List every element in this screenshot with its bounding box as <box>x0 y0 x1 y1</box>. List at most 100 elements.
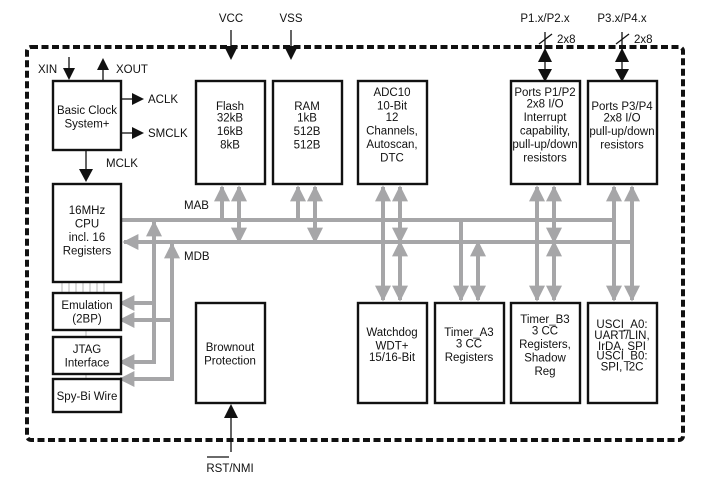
ports12-line: 2x8 I/O <box>526 98 563 110</box>
reset-arrow-icon <box>224 404 238 418</box>
port34-down-arrow-icon <box>615 69 629 82</box>
ram-line: RAM <box>294 101 320 113</box>
ram-line: 1kB <box>297 112 317 124</box>
clock-line: Basic Clock <box>57 105 117 117</box>
brownout-line: Brownout <box>206 342 255 354</box>
cpu-line: CPU <box>75 219 99 231</box>
adc-line: DTC <box>380 152 404 164</box>
timer_b3-line: Registers, <box>519 339 571 351</box>
usci-line: UART/LIN, <box>594 330 649 342</box>
port34-pin-label: P3.x/P4.x <box>597 13 646 25</box>
watchdog-line: 15/16-Bit <box>369 352 416 364</box>
watchdog-line: Watchdog <box>366 327 417 339</box>
vss-arrow-icon <box>284 46 298 60</box>
ram-line: 512B <box>294 126 321 138</box>
timer_b3-line: 3 CC <box>532 325 558 337</box>
clock-line: System+ <box>64 119 109 131</box>
adc-line: ADC10 <box>373 87 410 99</box>
xin-arrow-icon <box>63 68 75 80</box>
aclk-label: ACLK <box>148 94 178 106</box>
port12-width-label: 2x8 <box>557 34 576 46</box>
cpu-line: incl. 16 <box>69 232 105 244</box>
cpu-line: 16MHz <box>69 205 106 217</box>
timer_a3-line: Timer_A3 <box>444 327 493 339</box>
emulation-line: (2BP) <box>72 314 102 326</box>
aclk-arrow-icon <box>132 93 144 105</box>
block-emulation[interactable]: Emulation (2BP) <box>51 291 123 332</box>
adc-line: 12 <box>386 112 399 124</box>
xout-label: XOUT <box>116 64 148 76</box>
port12-down-arrow-icon <box>538 69 552 82</box>
jtag-line: Interface <box>65 358 110 370</box>
port34-width-label: 2x8 <box>634 34 653 46</box>
vcc-label: VCC <box>219 13 243 25</box>
usci-line: SPI, I2C <box>601 361 644 373</box>
usci-line: USCI_A0: <box>596 319 647 331</box>
mclk-arrow-icon <box>79 169 93 182</box>
mdb-label: MDB <box>184 251 210 263</box>
jtag-line: JTAG <box>73 344 102 356</box>
xout-arrow-icon <box>97 58 109 70</box>
ports12-line: pull-up/down <box>512 139 577 151</box>
cpu-line: Registers <box>63 246 112 258</box>
ports34-line: resistors <box>600 139 644 151</box>
ram-line: 512B <box>294 139 321 151</box>
adc-line: Autoscan, <box>366 139 417 151</box>
usci-line: IrDA, SPI <box>598 341 646 353</box>
ports34-line: 2x8 I/O <box>603 112 640 124</box>
vss-label: VSS <box>279 13 302 25</box>
adc-line: Channels, <box>366 125 418 137</box>
adc-line: 10-Bit <box>377 101 408 113</box>
smclk-label: SMCLK <box>148 128 188 140</box>
timer_b3-line: Shadow <box>524 352 566 364</box>
ports12-line: resistors <box>523 152 567 164</box>
jtag-label: JTAG Interface <box>65 344 110 370</box>
flash-line: 32kB <box>217 112 244 124</box>
smclk-arrow-icon <box>132 127 144 139</box>
bus-lines <box>118 185 640 387</box>
reset-label: RST/NMI <box>206 463 253 475</box>
timer_b3-line: Timer_B3 <box>520 314 569 326</box>
ports12-line: Interrupt <box>524 112 568 124</box>
flash-line: 16kB <box>217 126 244 138</box>
block-jtag[interactable]: JTAG Interface <box>51 335 123 376</box>
device-boundary <box>25 45 685 442</box>
flash-line: Flash <box>216 101 244 113</box>
watchdog-line: WDT+ <box>376 341 409 353</box>
emulation-line: Emulation <box>61 300 112 312</box>
mclk-label: MCLK <box>106 158 138 170</box>
spybi-line: Spy-Bi Wire <box>57 391 118 403</box>
block-spy-bi-wire[interactable]: Spy-Bi Wire <box>51 377 123 414</box>
ports34-line: pull-up/down <box>589 126 654 138</box>
port34-up-arrow-icon <box>615 48 629 62</box>
timer_b3-line: Reg <box>534 366 555 378</box>
signal-arrows <box>63 30 630 458</box>
flash-line: 8kB <box>220 139 240 151</box>
brownout-line: Protection <box>204 356 256 368</box>
ports12-line: Ports P1/P2 <box>514 87 575 99</box>
